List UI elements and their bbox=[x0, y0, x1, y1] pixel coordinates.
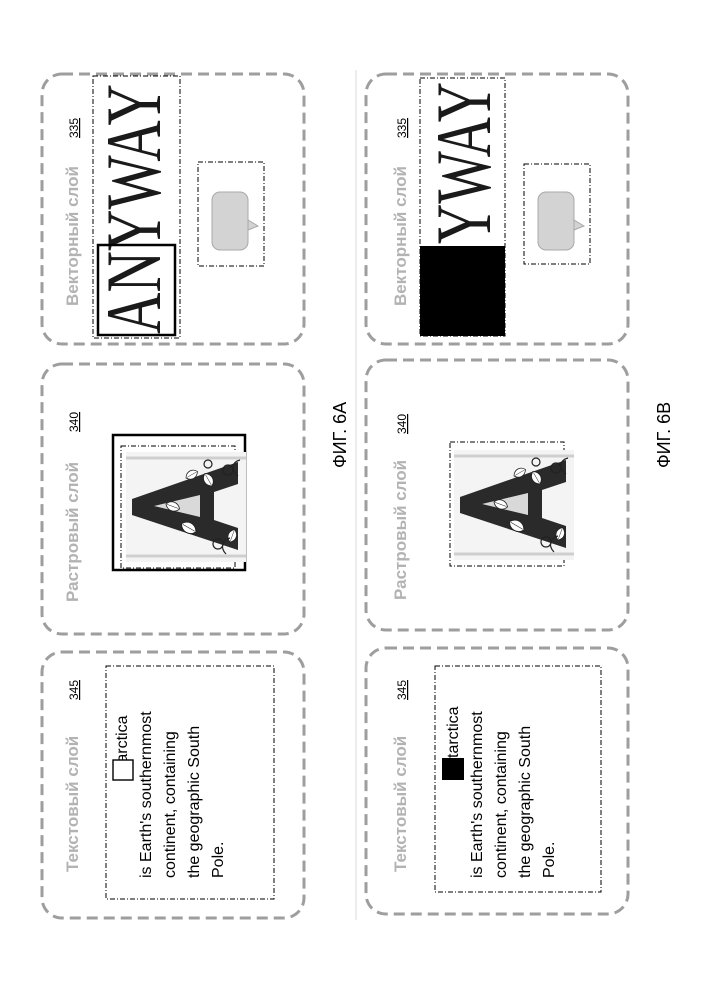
text-cursor-icon bbox=[442, 758, 464, 780]
text-line-3: continent, containing bbox=[162, 731, 179, 878]
raster-layer-title: Растровый слой bbox=[391, 460, 410, 600]
text-line-2: is Earth's southernmost bbox=[138, 711, 155, 878]
vector-layer-title: Векторный слой bbox=[63, 166, 82, 306]
text-line-1: tarctica bbox=[445, 706, 462, 758]
raster-layer-ref: 340 bbox=[395, 414, 409, 434]
vector-layer-title: Векторный слой bbox=[391, 166, 410, 306]
text-cursor-icon bbox=[113, 760, 133, 780]
text-layer-title: Текстовый слой bbox=[63, 736, 82, 872]
text-layer-panel-6b: Текстовый слой 345 tarctica is Earth's s… bbox=[366, 648, 628, 914]
text-line-5: Pole. bbox=[210, 842, 227, 878]
figure-6a: Текстовый слой 345 ntarctica is Earth's … bbox=[42, 74, 350, 918]
vector-word: YWAY bbox=[420, 82, 507, 244]
vector-layer-ref: 335 bbox=[395, 118, 409, 138]
text-layer-ref: 345 bbox=[395, 680, 409, 700]
raster-layer-title: Растровый слой bbox=[63, 462, 82, 602]
vector-word: ANYWAY bbox=[90, 84, 177, 334]
text-line-3: continent, containing bbox=[493, 731, 510, 878]
text-line-5: Pole. bbox=[541, 842, 558, 878]
text-line-4: the geographic South bbox=[517, 726, 534, 878]
glyph-erased-block bbox=[420, 246, 505, 336]
raster-layer-ref: 340 bbox=[67, 412, 81, 432]
text-layer-title: Текстовый слой bbox=[391, 736, 410, 872]
figure-label: ФИГ. 6A bbox=[330, 402, 350, 468]
text-layer-ref: 345 bbox=[67, 680, 81, 700]
text-line-4: the geographic South bbox=[186, 726, 203, 878]
figure-6b: Текстовый слой 345 tarctica is Earth's s… bbox=[366, 74, 674, 914]
vector-layer-ref: 335 bbox=[67, 118, 81, 138]
raster-layer-panel-6a: Растровый слой 340 bbox=[42, 364, 304, 634]
text-line-2: is Earth's southernmost bbox=[469, 711, 486, 878]
text-layer-panel-6a: Текстовый слой 345 ntarctica is Earth's … bbox=[42, 652, 304, 918]
figure-label: ФИГ. 6B bbox=[654, 402, 674, 468]
illuminated-letter-a-icon bbox=[454, 450, 574, 560]
vector-layer-panel-6a: Векторный слой 335 ANYWAY bbox=[42, 74, 304, 344]
vector-layer-panel-6b: Векторный слой 335 YWAY bbox=[366, 74, 628, 344]
illuminated-letter-a-icon bbox=[126, 452, 246, 562]
raster-layer-panel-6b: Растровый слой 340 bbox=[366, 360, 628, 630]
